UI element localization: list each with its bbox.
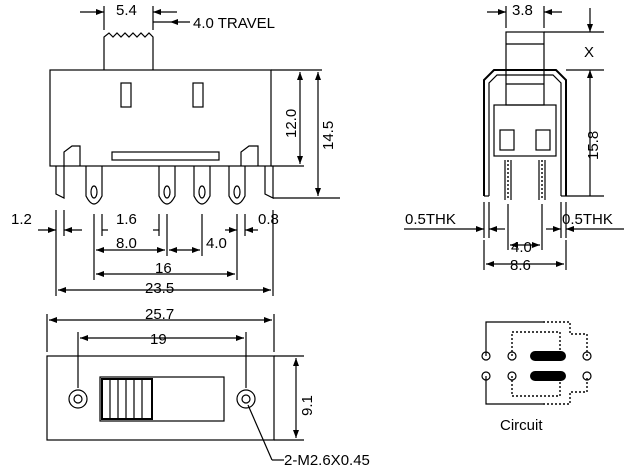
dim-terminal-span: 16	[96, 260, 235, 277]
dim-pin-pitch: 4.0	[169, 235, 227, 253]
circuit-slider	[530, 371, 566, 381]
side-pins	[504, 160, 546, 200]
side-view: 3.8 X 15.8 0.5THK 0.5THK	[404, 2, 624, 274]
dim-end-pitch: 1.2	[11, 211, 82, 233]
dim-actuator-width: 5.4	[80, 2, 177, 30]
dim-overall-length: 25.7	[46, 306, 275, 352]
dim-label: 14.5	[320, 121, 337, 150]
top-view: 25.7 19 9.1 2-M2.6X0.45	[46, 306, 370, 468]
dim-label: 12.0	[283, 109, 300, 138]
mount-hole-left	[68, 389, 88, 409]
dim-label: 3.8	[512, 2, 533, 19]
bracket-left-leg	[55, 166, 65, 199]
dim-row-spacing: 4.0	[510, 239, 540, 256]
terminal	[228, 166, 246, 205]
base-strip	[111, 151, 220, 161]
dim-body-height: 12.0	[271, 69, 322, 167]
body-window-right	[192, 82, 204, 108]
dim-terminal-pitch: 1.6	[102, 211, 159, 231]
circuit-diagram: Circuit	[481, 321, 592, 434]
dim-label: 1.2	[11, 211, 32, 228]
dim-travel: 4.0 TRAVEL	[153, 15, 275, 32]
dim-label: 0.5THK	[562, 211, 613, 228]
top-slot	[99, 376, 225, 422]
bracket-left	[63, 145, 81, 166]
dim-row-span: 8.0	[96, 235, 165, 253]
body-window-left	[120, 82, 132, 108]
dim-hole-spacing: 19	[77, 331, 247, 388]
dim-label: 5.4	[116, 2, 137, 19]
dim-overall-height: 14.5	[273, 72, 340, 199]
dim-thickness-left: 0.5THK	[404, 211, 505, 232]
dim-frame-height: 15.8	[566, 90, 604, 197]
dim-body-width: 9.1	[274, 355, 316, 441]
switch-body	[49, 69, 272, 167]
circuit-label: Circuit	[500, 417, 543, 434]
dim-label: 9.1	[299, 395, 316, 416]
dim-label: 15.8	[585, 131, 602, 160]
terminal	[193, 166, 211, 205]
circuit-slider	[530, 351, 566, 361]
dim-label: 25.7	[145, 306, 174, 323]
dim-label: 23.5	[145, 280, 174, 297]
dim-label: 1.6	[116, 211, 137, 228]
dim-label: 0.8	[258, 211, 279, 228]
dim-mount-hole: 2-M2.6X0.45	[247, 404, 370, 468]
dim-label: 4.0	[511, 239, 532, 256]
mount-hole-right	[236, 389, 256, 409]
actuator-knob	[103, 32, 154, 70]
dim-label: 16	[155, 260, 172, 277]
dim-label: 4.0 TRAVEL	[193, 15, 275, 32]
dim-bracket-span: 23.5	[58, 280, 271, 297]
dim-label: X	[584, 44, 594, 61]
bracket-right	[240, 145, 259, 166]
dim-label: 19	[150, 331, 167, 348]
dim-actuator-depth: 3.8	[487, 2, 562, 28]
dim-label: 8.6	[510, 257, 531, 274]
dim-label: 4.0	[206, 235, 227, 252]
terminal	[85, 166, 103, 205]
dim-label: 0.5THK	[405, 211, 456, 228]
top-body	[46, 355, 275, 441]
dim-thickness-right: 0.5THK	[546, 211, 624, 232]
side-body	[493, 104, 557, 157]
dim-leg-spacing: 8.6	[486, 257, 564, 274]
dim-label: 8.0	[116, 235, 137, 252]
dim-actuator-height: X	[544, 8, 604, 90]
dim-label: 2-M2.6X0.45	[284, 452, 370, 468]
top-knob	[101, 378, 153, 420]
terminal	[158, 166, 176, 205]
dim-terminal-width: 0.8	[225, 211, 279, 233]
bracket-right-leg	[264, 166, 274, 199]
front-view: 5.4 4.0 TRAVEL 12.0 14.5	[11, 2, 340, 297]
side-frame	[483, 69, 567, 196]
side-actuator	[505, 31, 545, 106]
